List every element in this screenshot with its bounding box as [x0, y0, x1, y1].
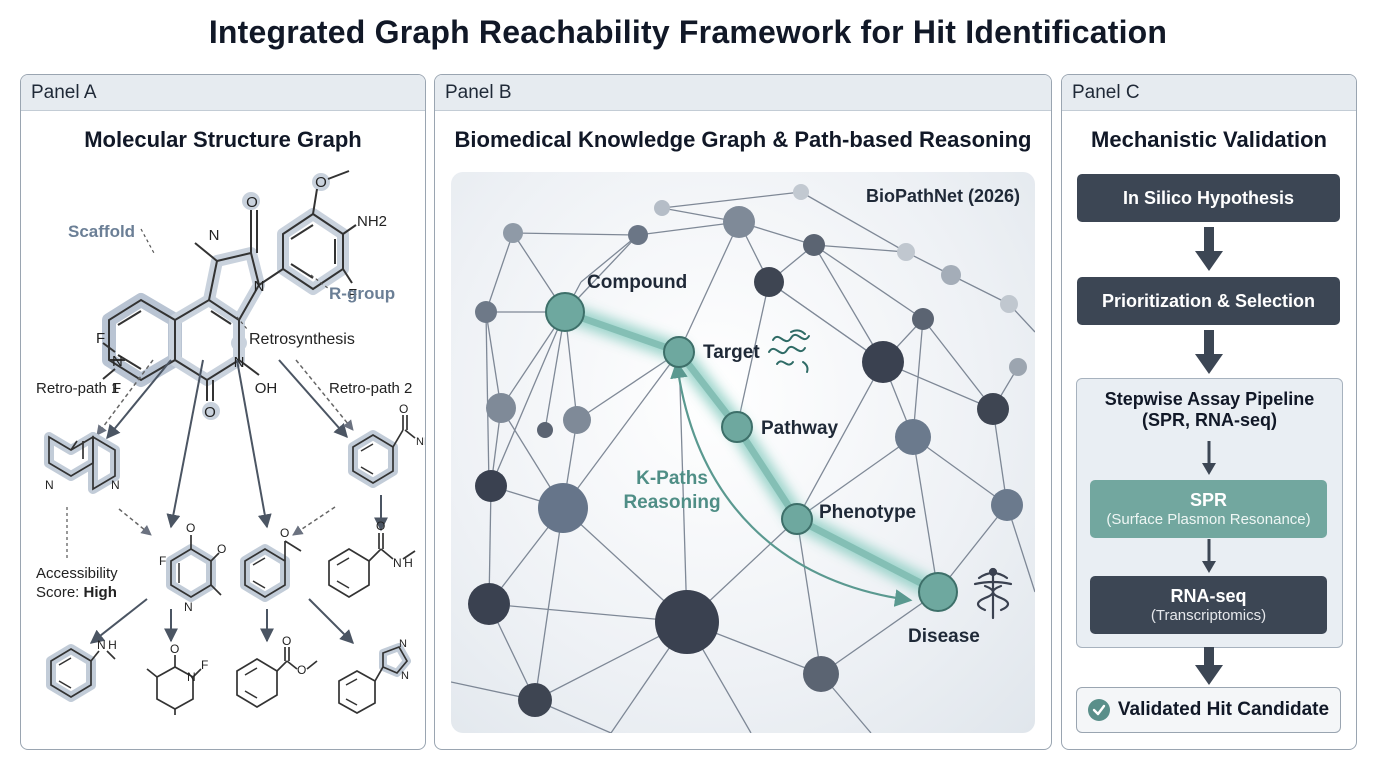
atom-label: N — [254, 278, 265, 295]
source-label: BioPathNet (2026) — [866, 186, 1020, 206]
atom-label: NH2 — [357, 213, 387, 230]
atom-label: O — [217, 542, 226, 556]
atom-label: O — [297, 663, 306, 677]
caduceus-icon — [973, 567, 1013, 620]
retro-path-2-label: Retro-path 2 — [329, 380, 412, 397]
fragment-phenylimidazole: N N — [338, 638, 411, 714]
node-label-compound: Compound — [587, 272, 687, 293]
atom-label: N — [399, 638, 407, 650]
knowledge-graph-svg: BioPathNet (2026) Compound Target Pathwa… — [451, 184, 1035, 733]
atom-label: O — [376, 519, 385, 533]
atom-label: OH — [255, 380, 278, 397]
fragment-acetophenone: O — [240, 526, 302, 602]
assay-spr-sub: (Surface Plasmon Resonance) — [1106, 511, 1311, 528]
step-in-silico-hypothesis: In Silico Hypothesis — [1077, 174, 1340, 222]
atom-label: O — [399, 402, 408, 416]
k-paths-label-line1: K-Paths — [636, 468, 708, 489]
page-title: Integrated Graph Reachability Framework … — [208, 14, 1168, 50]
scaffold-label: Scaffold — [68, 222, 135, 241]
r-group-label: R-group — [329, 284, 395, 303]
check-icon — [1087, 699, 1110, 721]
fragment-fluoropyridinone: O N F F — [146, 642, 208, 715]
panel-a-title: Molecular Structure Graph — [84, 127, 362, 152]
pipeline-title-line2: (SPR, RNA-seq) — [1141, 410, 1277, 430]
knowledge-graph-area: BioPathNet (2026) Compound Target Pathwa… — [451, 172, 1035, 733]
accessibility-score: Score: High — [36, 584, 117, 601]
node-label-pathway: Pathway — [761, 418, 839, 439]
node-label-disease: Disease — [908, 626, 980, 647]
atom-label: N — [234, 354, 245, 371]
node-label-phenotype: Phenotype — [819, 502, 916, 523]
fragment-methylbenzoate: O O — [236, 634, 318, 708]
atom-label: N — [112, 353, 123, 370]
assay-rna-seq-name: RNA-seq — [1170, 586, 1247, 606]
down-arrow-icon — [1195, 330, 1223, 374]
atom-label: F — [159, 554, 166, 568]
panel-b: Panel B Biomedical Knowledge Graph & Pat… — [434, 74, 1052, 750]
atom-label: N — [111, 478, 120, 492]
k-paths-label-line2: Reasoning — [623, 492, 720, 513]
atom-label: N — [187, 670, 196, 684]
accessibility-label: Accessibility — [36, 565, 118, 582]
assay-spr: SPR (Surface Plasmon Resonance) — [1090, 480, 1327, 538]
panel-c-title: Mechanistic Validation — [1091, 127, 1327, 152]
atom-label: F — [96, 330, 105, 347]
protein-icon — [768, 329, 810, 373]
atom-label: O — [315, 174, 327, 191]
fragment-benzamide: O NH2 — [348, 402, 425, 488]
retrosynthesis-label: Retrosynthesis — [249, 331, 355, 348]
path-nodes — [545, 292, 958, 612]
panel-a: Panel A Molecular Structure Graph — [20, 74, 426, 750]
validated-hit-candidate: Validated Hit Candidate — [1076, 687, 1341, 733]
node-label-target: Target — [703, 342, 760, 363]
atom-label: N — [401, 670, 409, 682]
atom-label: F — [112, 380, 121, 397]
down-arrow-icon — [1195, 647, 1223, 685]
down-arrow-icon — [1195, 227, 1223, 271]
pipeline-title-line1: Stepwise Assay Pipeline — [1104, 389, 1315, 409]
fragment-pyridinone: O O F N — [159, 521, 226, 614]
validated-hit-candidate-label: Validated Hit Candidate — [1117, 699, 1330, 720]
k-paths-arrow — [670, 360, 913, 607]
panel-b-title: Biomedical Knowledge Graph & Path-based … — [454, 127, 1032, 152]
down-arrow-icon — [1202, 441, 1216, 475]
atom-label: N H — [393, 556, 413, 570]
panel-c-header: Panel C — [1062, 75, 1356, 111]
atom-label: N — [184, 600, 193, 614]
assay-spr-name: SPR — [1189, 490, 1227, 510]
assay-rna-seq: RNA-seq (Transcriptomics) — [1090, 576, 1327, 634]
retro-path-1-label: Retro-path 1 — [36, 380, 119, 397]
atom-label: O — [280, 526, 289, 540]
atom-label: F — [201, 658, 208, 672]
fragment-naphthyridine: N N — [44, 432, 120, 494]
atom-label: NH2 — [416, 436, 425, 448]
graph-nodes — [468, 184, 1027, 717]
atom-label: N — [45, 478, 54, 492]
step-prioritization-selection: Prioritization & Selection — [1077, 277, 1340, 325]
assay-rna-seq-sub: (Transcriptomics) — [1150, 607, 1267, 624]
fragment-methylbenzamide: O N H — [328, 519, 416, 598]
atom-label: O — [204, 404, 216, 421]
main-molecule: O N N N OH O O NH2 F F N F — [96, 170, 387, 421]
atom-label: F — [348, 286, 357, 303]
atom-label: O — [170, 642, 179, 656]
panel-a-header: Panel A — [21, 75, 425, 111]
molecular-graph-svg: O N N N OH O O NH2 F F N F Scaffold R-gr… — [36, 170, 425, 715]
atom-label: O — [186, 521, 195, 535]
panel-c: Panel C Mechanistic Validation In Silico… — [1061, 74, 1357, 750]
atom-label: N — [209, 227, 220, 244]
down-arrow-icon — [1202, 539, 1216, 573]
pipeline-title: Stepwise Assay Pipeline (SPR, RNA-seq) — [1077, 389, 1342, 431]
atom-label: O — [246, 194, 258, 211]
atom-label: O — [282, 634, 291, 648]
panel-b-header: Panel B — [435, 75, 1051, 111]
atom-label: N H — [97, 638, 117, 652]
assay-pipeline: Stepwise Assay Pipeline (SPR, RNA-seq) S… — [1076, 378, 1343, 648]
fragment-methylaniline: N H — [46, 638, 117, 702]
